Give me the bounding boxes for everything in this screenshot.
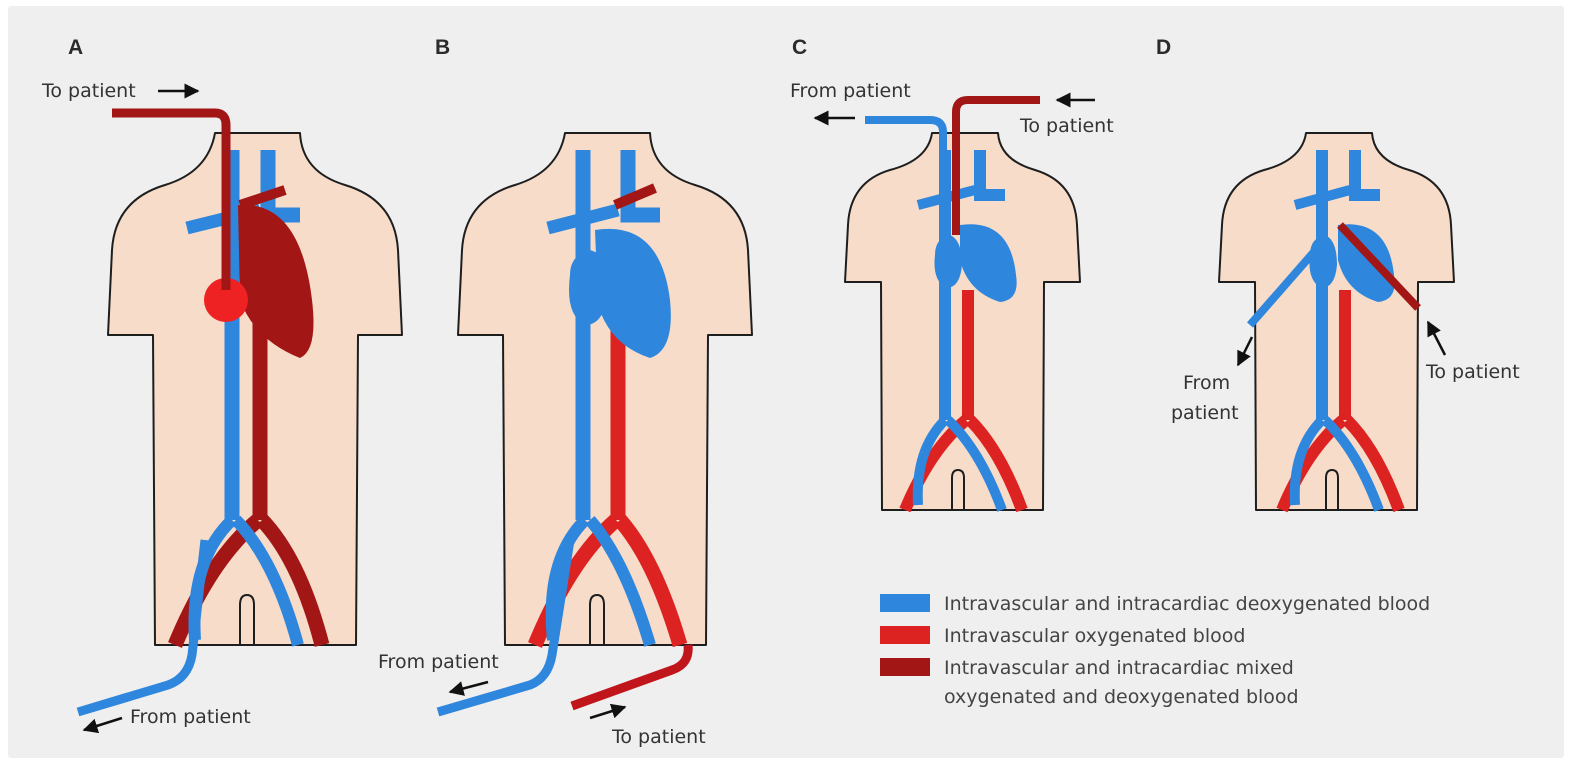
arrow-left-icon bbox=[84, 718, 122, 730]
label-from-patient-b: From patient bbox=[378, 651, 499, 673]
panel-a: A To patient From patien bbox=[41, 36, 402, 730]
panel-label-a: A bbox=[68, 36, 83, 59]
panel-label-b: B bbox=[435, 36, 450, 59]
legend-label-deoxygenated: Intravascular and intracardiac deoxygena… bbox=[944, 593, 1430, 615]
arrow-up-left-icon bbox=[1428, 322, 1445, 355]
panel-label-c: C bbox=[792, 36, 807, 59]
legend-swatch-oxygenated bbox=[880, 626, 930, 644]
label-from-patient-c: From patient bbox=[790, 80, 911, 102]
legend-swatch-deoxygenated bbox=[880, 594, 930, 612]
return-cannula-b bbox=[572, 645, 688, 706]
label-from-patient-a: From patient bbox=[130, 706, 251, 728]
legend-label-oxygenated: Intravascular oxygenated blood bbox=[944, 625, 1245, 647]
label-to-patient-b: To patient bbox=[611, 726, 706, 748]
label-from-patient-d-line1: From bbox=[1183, 372, 1230, 394]
arrow-down-left-icon bbox=[1238, 337, 1252, 365]
panel-c: C From patient To patient bbox=[790, 36, 1114, 510]
legend-item-oxygenated: Intravascular oxygenated blood bbox=[880, 625, 1245, 647]
panel-d: D From patient To patient bbox=[1156, 36, 1520, 510]
legend-item-deoxygenated: Intravascular and intracardiac deoxygena… bbox=[880, 593, 1430, 615]
label-to-patient-d: To patient bbox=[1425, 361, 1520, 383]
legend-item-mixed: Intravascular and intracardiac mixed oxy… bbox=[880, 657, 1299, 708]
arrow-left-icon bbox=[450, 682, 488, 692]
arrow-right-icon bbox=[590, 707, 625, 718]
legend-label-mixed-line2: oxygenated and deoxygenated blood bbox=[944, 686, 1299, 708]
legend-swatch-mixed bbox=[880, 658, 930, 676]
panel-label-d: D bbox=[1156, 36, 1171, 59]
legend: Intravascular and intracardiac deoxygena… bbox=[880, 593, 1430, 708]
label-to-patient-a: To patient bbox=[41, 80, 136, 102]
panel-b: B From patient To patient bbox=[378, 36, 752, 748]
legend-label-mixed-line1: Intravascular and intracardiac mixed bbox=[944, 657, 1294, 679]
label-to-patient-c: To patient bbox=[1019, 115, 1114, 137]
label-from-patient-d-line2: patient bbox=[1171, 402, 1239, 424]
